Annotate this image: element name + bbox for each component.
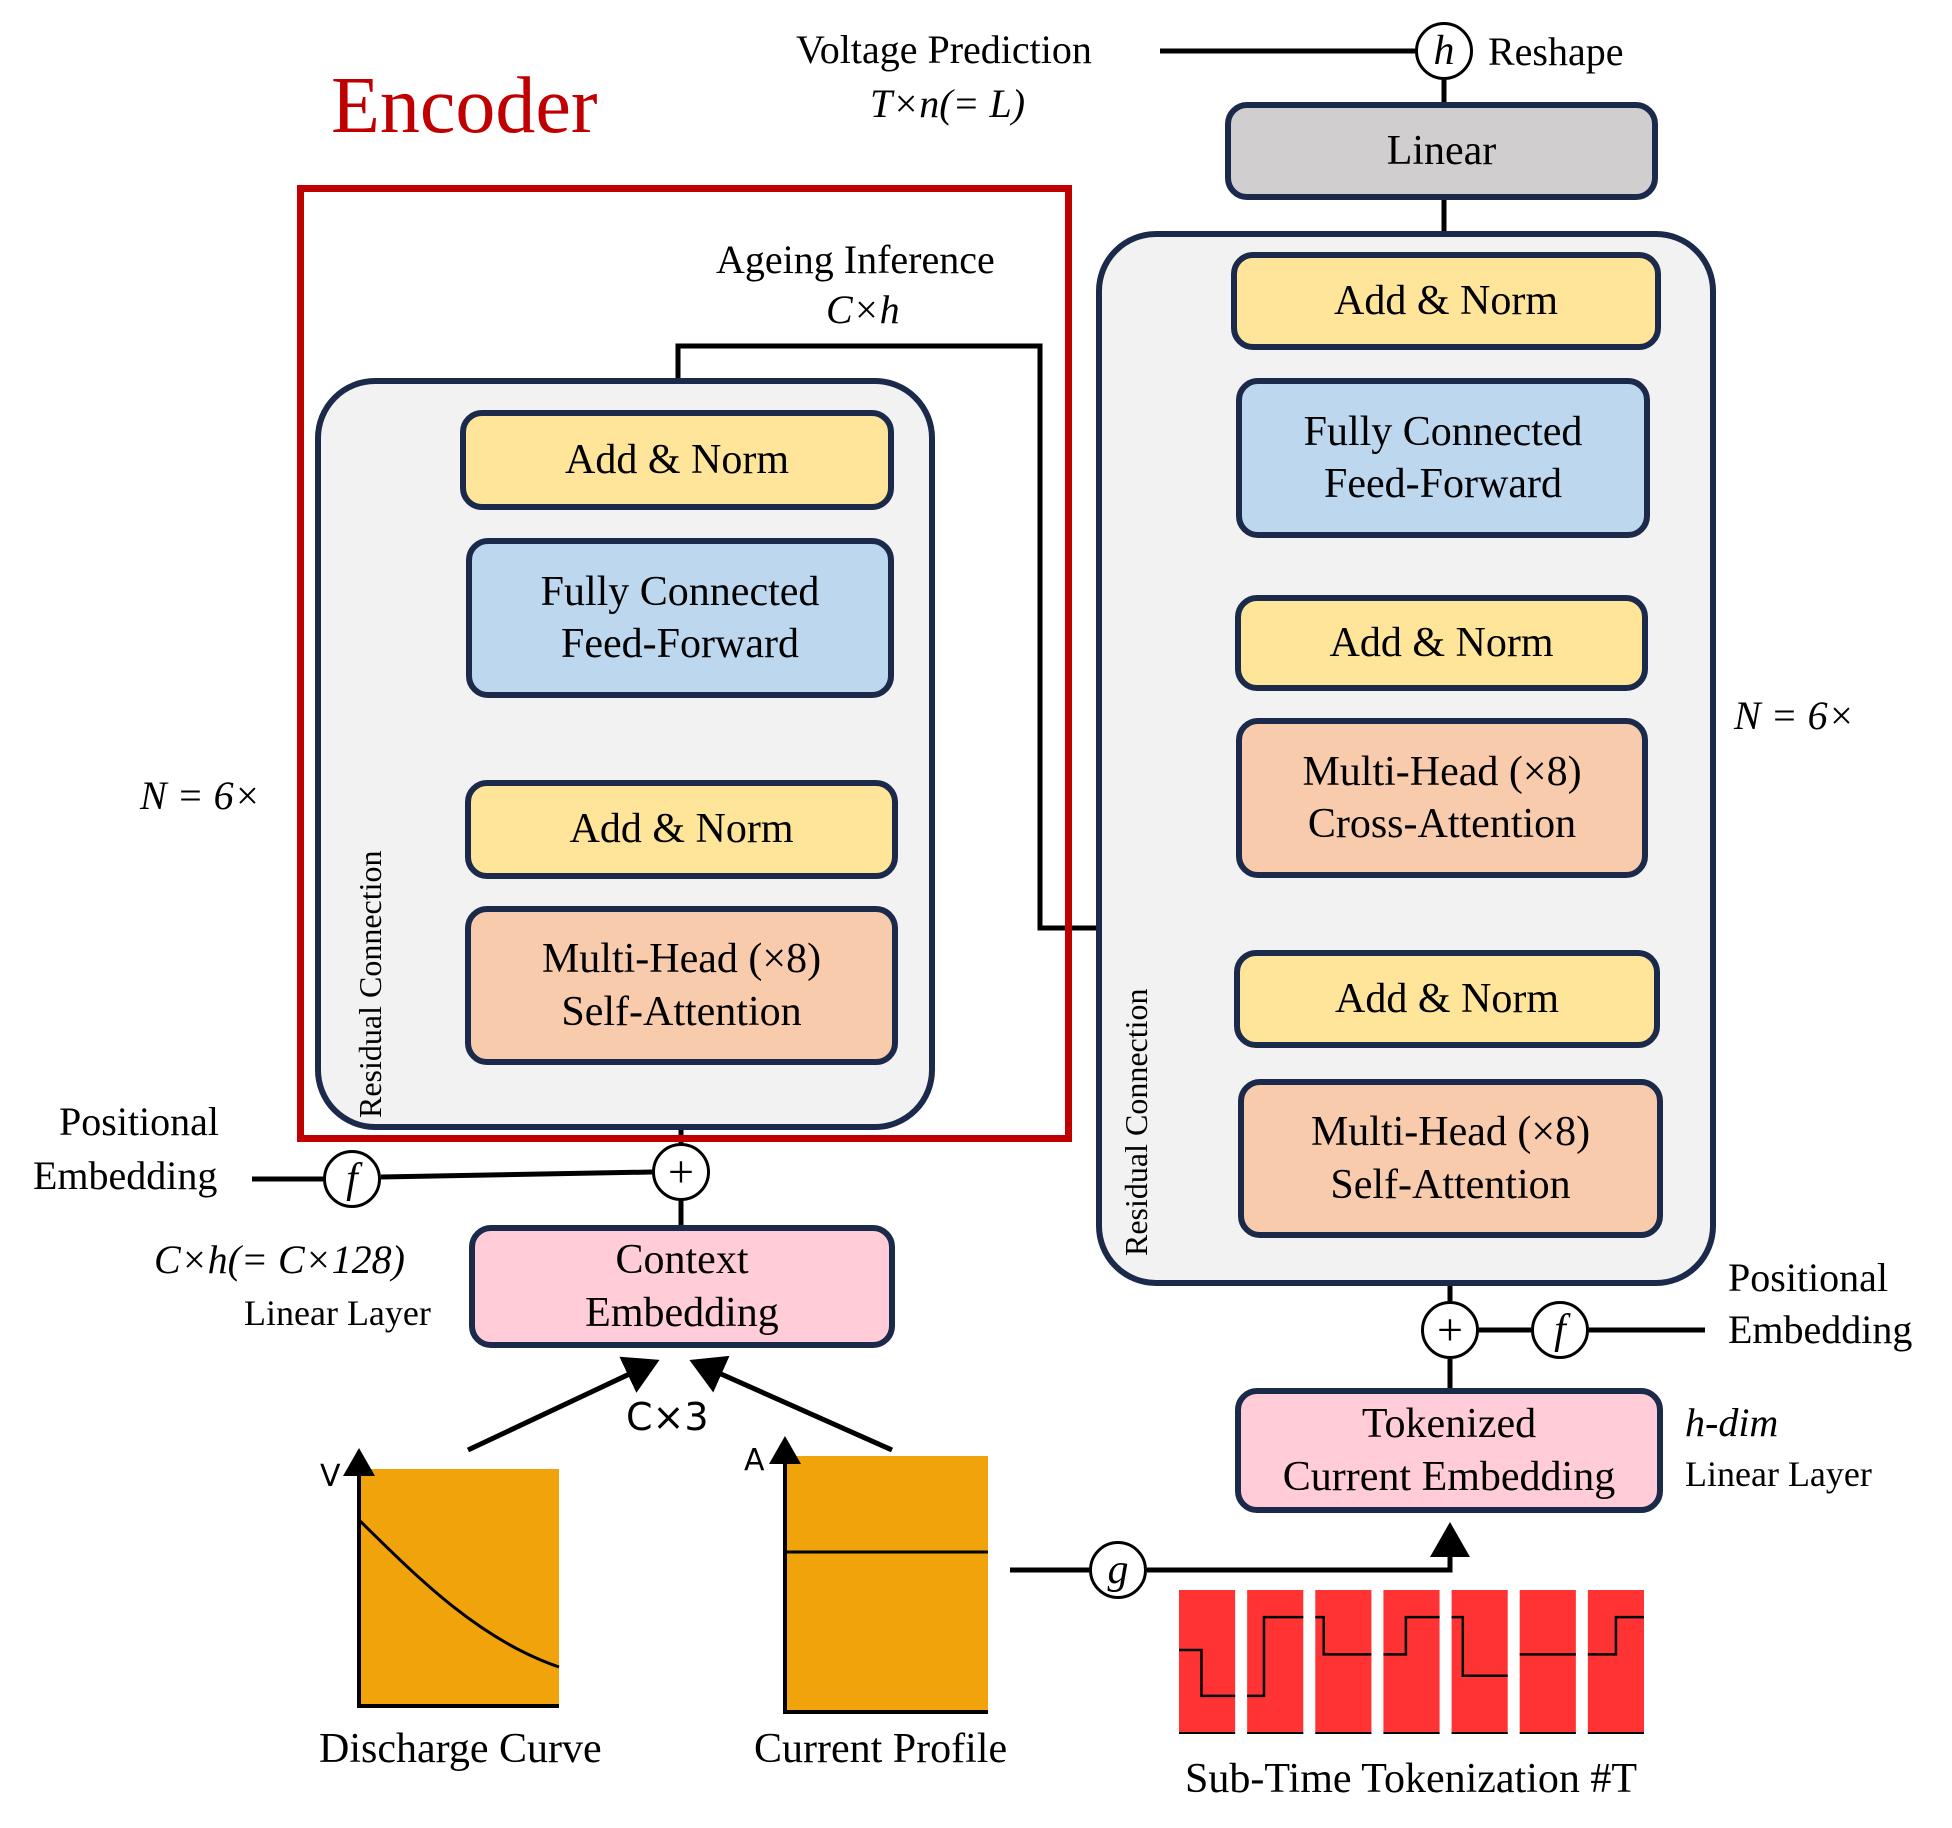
sub-time-tokens <box>1179 1590 1644 1734</box>
token-block <box>1383 1590 1440 1733</box>
decoder-cross-line1: Multi-Head (×8) <box>1302 748 1582 795</box>
discharge-axis-label: V <box>320 1459 341 1494</box>
decoder-positional-label-2: Embedding <box>1728 1307 1913 1352</box>
decoder-feed-forward[interactable]: Fully Connected Feed-Forward <box>1236 378 1650 538</box>
decoder-add-icon: + <box>1421 1301 1479 1359</box>
encoder-feed-forward[interactable]: Fully Connected Feed-Forward <box>466 538 894 698</box>
decoder-add-norm-mid-label: Add & Norm <box>1329 619 1554 666</box>
encoder-mhsa-line1: Multi-Head (×8) <box>541 936 822 982</box>
decoder-cross-attention[interactable]: Multi-Head (×8) Cross-Attention <box>1236 718 1648 878</box>
token-block <box>1315 1590 1372 1733</box>
input-dim-label: C×3 <box>626 1395 709 1439</box>
encoder-self-attention[interactable]: Multi-Head (×8) Self-Attention <box>465 906 898 1065</box>
token-dim-label: h-dim <box>1685 1400 1779 1445</box>
decoder-positional-fn-icon: f <box>1531 1301 1589 1359</box>
encoder-add-norm-bottom[interactable]: Add & Norm <box>465 780 898 879</box>
token-step-line <box>1451 1615 1508 1678</box>
token-step-line <box>1179 1648 1236 1698</box>
token-step-line <box>1315 1615 1372 1656</box>
token-block <box>1247 1590 1304 1733</box>
encoder-ffn-line1: Fully Connected <box>540 568 820 615</box>
encoder-positional-label-1: Positional <box>59 1099 220 1144</box>
tokenization-label: Sub-Time Tokenization #T <box>1185 1756 1638 1802</box>
tokenized-embedding-line1: Tokenized <box>1361 1401 1537 1447</box>
token-step-line <box>1247 1615 1304 1698</box>
discharge-chart-fill <box>359 1469 559 1706</box>
ageing-inference-label: Ageing Inference <box>716 237 995 282</box>
decoder-add-norm-top[interactable]: Add & Norm <box>1231 252 1661 350</box>
encoder-ffn-line2: Feed-Forward <box>561 621 799 667</box>
token-step-line <box>1587 1615 1644 1656</box>
decoder-repeat-label: N = 6× <box>1734 693 1855 738</box>
token-step-line <box>1383 1615 1440 1656</box>
encoder-mhsa-line2: Self-Attention <box>561 988 802 1035</box>
decoder-add-norm-bottom-label: Add & Norm <box>1335 975 1559 1022</box>
voltage-prediction-label: Voltage Prediction <box>796 27 1092 72</box>
context-embedding-line1: Context <box>615 1237 749 1283</box>
encoder-residual-label: Residual Connection <box>352 850 388 1118</box>
linear-layer[interactable]: Linear <box>1225 102 1658 200</box>
decoder-residual-label: Residual Connection <box>1118 988 1154 1256</box>
decoder-mhsa-line1: Multi-Head (×8) <box>1310 1109 1591 1155</box>
current-axis-label: A <box>744 1443 765 1478</box>
context-layer-label: Linear Layer <box>244 1293 431 1333</box>
encoder-positional-label-2: Embedding <box>33 1153 218 1198</box>
decoder-add-norm-top-label: Add & Norm <box>1334 277 1558 324</box>
reshape-label: Reshape <box>1488 29 1624 74</box>
context-dim-label: C×h(= C×128) <box>154 1237 405 1282</box>
discharge-curve-chart <box>343 1448 560 1708</box>
reshape-fn-icon: h <box>1415 22 1473 80</box>
token-block <box>1451 1590 1508 1733</box>
decoder-self-attention[interactable]: Multi-Head (×8) Self-Attention <box>1238 1079 1663 1238</box>
token-layer-label: Linear Layer <box>1685 1454 1872 1494</box>
token-block <box>1179 1590 1236 1733</box>
decoder-add-norm-bottom[interactable]: Add & Norm <box>1234 950 1660 1048</box>
token-block <box>1519 1590 1576 1733</box>
decoder-cross-line2: Cross-Attention <box>1307 801 1577 847</box>
voltage-prediction-dim: T×n(= L) <box>870 81 1026 126</box>
decoder-ffn-line1: Fully Connected <box>1303 408 1583 455</box>
decoder-positional-label-1: Positional <box>1728 1255 1889 1300</box>
encoder-repeat-label: N = 6× <box>140 773 261 818</box>
current-profile-chart <box>769 1436 988 1714</box>
linear-layer-label: Linear <box>1386 127 1497 174</box>
ageing-inference-dim: C×h <box>826 287 900 332</box>
token-block <box>1587 1590 1644 1733</box>
context-embedding[interactable]: Context Embedding <box>469 1225 895 1348</box>
encoder-title: Encoder <box>331 62 598 150</box>
context-embedding-line2: Embedding <box>585 1289 779 1336</box>
encoder-add-icon: + <box>652 1143 710 1201</box>
decoder-ffn-line2: Feed-Forward <box>1324 461 1562 507</box>
decoder-mhsa-line2: Self-Attention <box>1330 1161 1571 1208</box>
encoder-positional-fn-icon: f <box>323 1150 381 1208</box>
encoder-frame <box>297 185 1072 1142</box>
tokenized-current-embedding[interactable]: Tokenized Current Embedding <box>1235 1388 1663 1513</box>
tokenized-embedding-line2: Current Embedding <box>1282 1453 1616 1500</box>
tokenizer-fn-icon: g <box>1089 1541 1147 1599</box>
current-profile-label: Current Profile <box>754 1726 1008 1772</box>
decoder-add-norm-mid[interactable]: Add & Norm <box>1235 595 1648 691</box>
discharge-curve-line <box>357 1518 560 1669</box>
encoder-add-norm-top-label: Add & Norm <box>565 436 789 483</box>
discharge-curve-label: Discharge Curve <box>319 1726 602 1772</box>
encoder-add-norm-top[interactable]: Add & Norm <box>460 410 894 510</box>
current-chart-fill <box>785 1456 988 1712</box>
encoder-add-norm-bottom-label: Add & Norm <box>569 806 794 853</box>
